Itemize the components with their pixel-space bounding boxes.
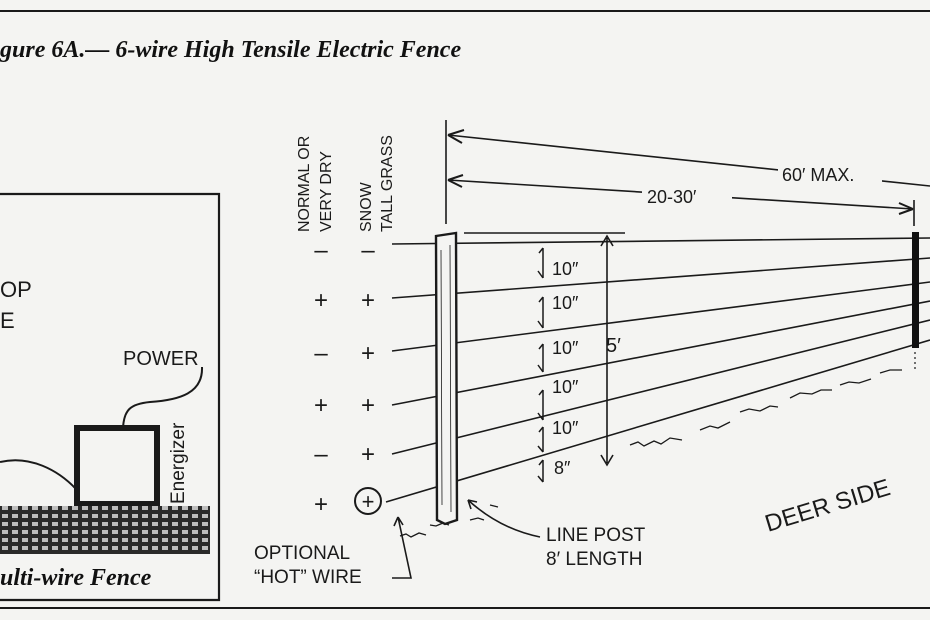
ground-grid (0, 506, 210, 554)
spacing-label-5: 10″ (552, 418, 579, 438)
post-spacing-label-bg (642, 183, 732, 207)
spacing-label-1: 10″ (552, 259, 579, 279)
snow-sign-1: – (361, 237, 375, 264)
snow-sign-2: + (361, 287, 375, 314)
spacing-label-4: 10″ (552, 377, 579, 397)
snow-header-1: SNOW (358, 181, 375, 232)
wire-3 (391, 281, 930, 352)
line-post (434, 231, 459, 526)
spacing-label-2: 10″ (552, 293, 579, 313)
spacing-label-3: 10″ (552, 338, 579, 358)
fence-wires (385, 237, 930, 503)
inset-frame (0, 192, 221, 602)
dry-sign-2: + (314, 287, 328, 314)
post-spacing-arrowhead-left (447, 174, 464, 188)
wire-4 (391, 300, 930, 406)
energizer-label: Energizer (168, 422, 189, 504)
wire-2 (391, 257, 930, 299)
optional-leader (392, 516, 412, 579)
inset-panel: OP E POWER Energizer ulti-wire Fence (0, 192, 221, 602)
line-post-label-2: 8′ LENGTH (546, 549, 642, 570)
max-span-label: 60′ MAX. (782, 165, 854, 185)
optional-label-2: “HOT” WIRE (254, 567, 362, 588)
far-post (912, 232, 919, 348)
post-spacing-arrowhead-right (898, 202, 914, 215)
optional-label-1: OPTIONAL (254, 543, 350, 564)
inset-partial-label-1: OP (0, 277, 32, 302)
height-label: 5′ (606, 335, 621, 357)
inset-partial-label-2: E (0, 308, 15, 333)
wire-6 (385, 339, 930, 503)
max-span-label-bg (778, 162, 882, 186)
dry-polarity-column: – + – + – + (314, 237, 328, 518)
dry-header-1: NORMAL OR (296, 136, 313, 232)
wire-1 (391, 237, 930, 245)
figure-title: gure 6A.— 6-wire High Tensile Electric F… (0, 37, 461, 63)
snow-sign-5: + (361, 441, 375, 468)
power-label: POWER (123, 348, 199, 370)
dry-sign-6: + (314, 491, 328, 518)
snow-sign-4: + (361, 392, 375, 419)
dry-sign-4: + (314, 392, 328, 419)
snow-sign-3: + (361, 340, 375, 367)
deer-side-label: DEER SIDE (762, 474, 894, 538)
ground-texture (399, 369, 902, 538)
dry-sign-1: – (314, 237, 328, 264)
inset-caption: ulti-wire Fence (0, 565, 152, 591)
post-spacing-label: 20-30′ (647, 187, 697, 207)
energizer-box (74, 425, 160, 507)
dry-header-2: VERY DRY (318, 151, 335, 232)
height-dimension-line (600, 234, 614, 467)
post-grain (440, 244, 452, 513)
max-span-arrowhead (447, 129, 465, 144)
hot-wire-sign: + (362, 489, 375, 514)
power-cord (122, 366, 204, 429)
snow-polarity-column: – + + + + (361, 237, 375, 468)
ground-wire (0, 459, 77, 490)
dry-sign-5: – (314, 441, 328, 468)
hot-wire-circle (354, 487, 382, 515)
wire-5 (391, 319, 930, 455)
line-post-leader (467, 499, 541, 538)
wire-spacing-dimensions (537, 247, 544, 483)
spacing-label-6: 8″ (554, 458, 571, 478)
snow-header-2: TALL GRASS (379, 135, 396, 232)
line-post-label-1: LINE POST (546, 525, 646, 546)
dry-sign-3: – (314, 340, 328, 367)
